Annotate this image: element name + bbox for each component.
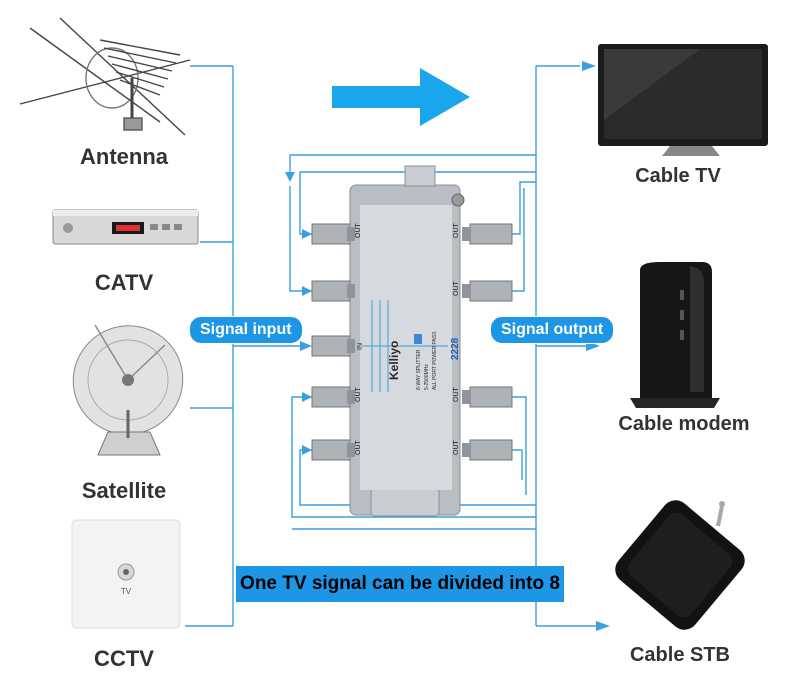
port-in-label: IN bbox=[357, 343, 364, 350]
flow-direction-arrow bbox=[332, 68, 470, 126]
input-label-catv: CATV bbox=[94, 270, 154, 295]
port-out-right-4: OUT bbox=[453, 439, 513, 461]
port-label: OUT bbox=[453, 387, 460, 403]
splitter-spec-3: ALL PORT POWER PASS bbox=[432, 331, 438, 390]
splitter-labels: Kelliyo 2228 8-WAY SPLITTER 5-2500MHz AL… bbox=[387, 331, 461, 390]
port-in: IN bbox=[311, 335, 364, 357]
splitter-device bbox=[349, 165, 465, 517]
port-out-right-2: OUT bbox=[453, 280, 513, 302]
antenna-icon bbox=[19, 17, 191, 136]
signal-output-badge: Signal output bbox=[490, 316, 615, 344]
wall-outlet-icon: TV bbox=[71, 519, 181, 629]
input-label-antenna: Antenna bbox=[80, 144, 168, 169]
output-label-cable-modem: Cable modem bbox=[618, 413, 750, 435]
port-out-left-4: OUT bbox=[311, 439, 362, 461]
summary-banner: One TV signal can be divided into 8 bbox=[236, 566, 564, 602]
splitter-spec-2: 5-2500MHz bbox=[424, 364, 430, 390]
output-label-cable-stb: Cable STB bbox=[629, 644, 731, 666]
port-label: OUT bbox=[453, 440, 460, 456]
port-out-right-3: OUT bbox=[453, 386, 513, 408]
port-label: OUT bbox=[355, 387, 362, 403]
input-label-cctv: CCTV bbox=[94, 646, 154, 671]
splitter-model: 2228 bbox=[450, 337, 461, 360]
splitter-spec-1: 8-WAY SPLITTER bbox=[416, 349, 422, 390]
port-label: OUT bbox=[355, 223, 362, 239]
outlet-plate-text: TV bbox=[121, 587, 132, 596]
port-label: OUT bbox=[453, 223, 460, 239]
signal-input-badge: Signal input bbox=[189, 316, 303, 344]
catv-receiver-icon bbox=[52, 209, 199, 245]
splitter-brand: Kelliyo bbox=[387, 341, 401, 380]
port-out-left-1: OUT bbox=[311, 223, 362, 245]
tv-icon bbox=[598, 44, 768, 156]
port-out-right-1: OUT bbox=[453, 223, 513, 245]
set-top-box-icon bbox=[615, 500, 745, 630]
port-out-left-2 bbox=[311, 280, 355, 302]
splitter-ports: OUT IN OUT OUT OUT OUT bbox=[311, 223, 513, 461]
satellite-dish-icon bbox=[72, 324, 184, 456]
output-label-cable-tv: Cable TV bbox=[635, 165, 721, 187]
modem-icon bbox=[630, 262, 720, 408]
input-label-satellite: Satellite bbox=[81, 478, 167, 503]
port-label: OUT bbox=[453, 281, 460, 297]
port-label: OUT bbox=[355, 440, 362, 456]
port-out-left-3: OUT bbox=[311, 386, 362, 408]
